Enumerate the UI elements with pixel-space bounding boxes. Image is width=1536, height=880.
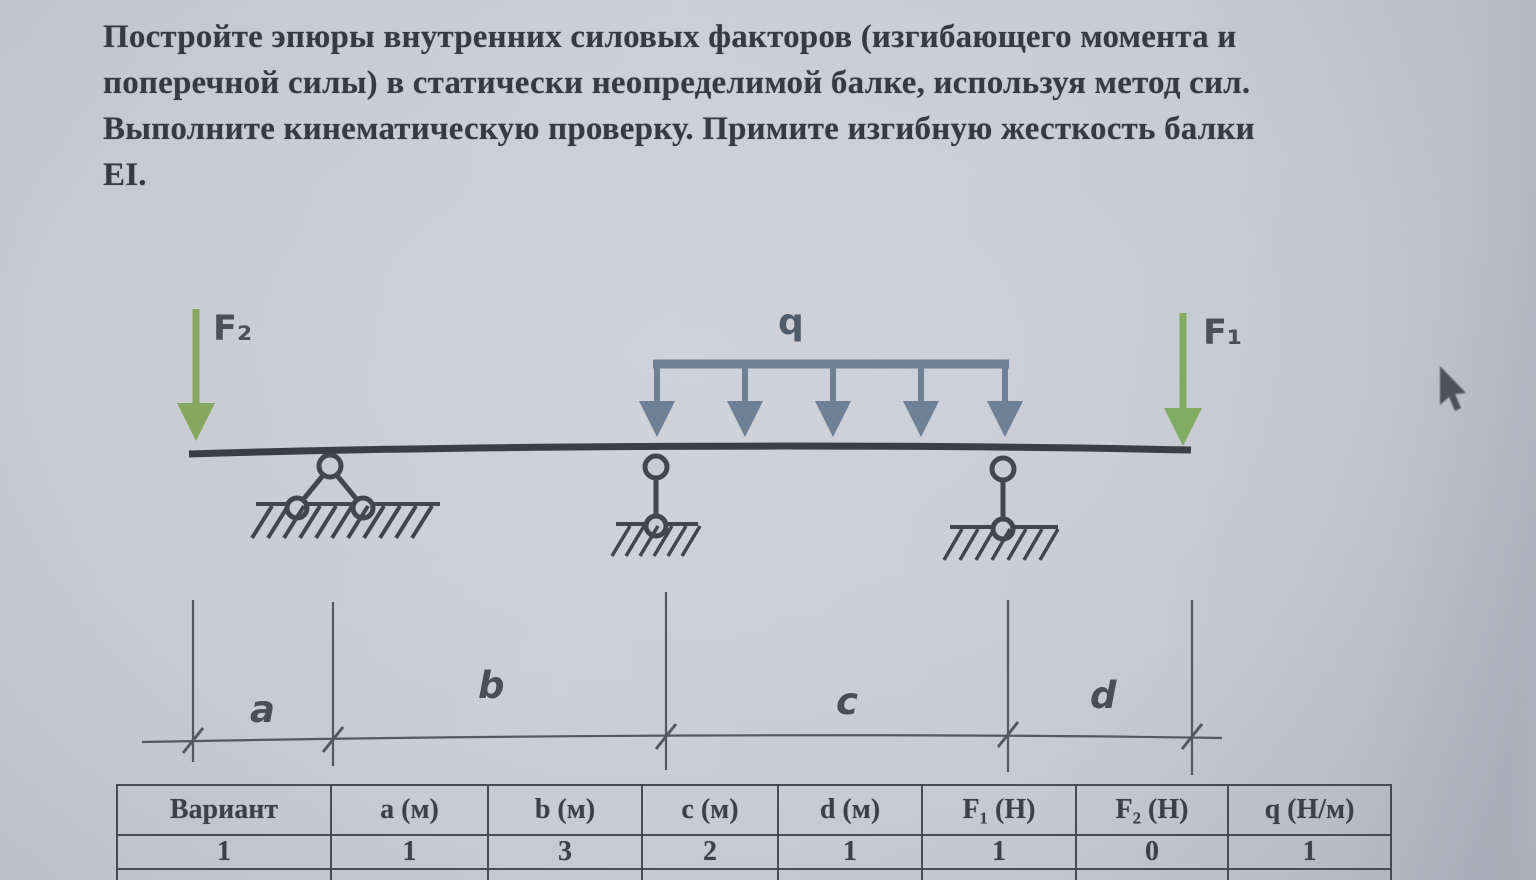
table-header-cell: F₁ (Н)	[921, 784, 1077, 836]
ground-hatching	[250, 504, 434, 540]
table-row: 1 1 3 2 1 1 0 1	[116, 834, 1392, 870]
table-header-cell: Вариант	[116, 784, 332, 836]
table-cell	[330, 868, 489, 880]
table-header-cell: a (м)	[330, 784, 489, 836]
table-cell: 0	[1075, 834, 1229, 870]
load-arrow	[903, 366, 939, 437]
dimension-lines	[141, 592, 1223, 775]
table-header-cell: d (м)	[777, 784, 923, 836]
dimension-label-d: d	[1090, 674, 1117, 717]
table-cell	[487, 868, 643, 880]
force-f1-label: F₁	[1203, 313, 1242, 353]
dimension-label-a: a	[250, 688, 275, 731]
table-header-cell: F₂ (Н)	[1075, 784, 1229, 836]
ground-hatching	[610, 525, 702, 557]
table-header-cell: c (м)	[641, 784, 779, 836]
problem-statement-line: Постройте эпюры внутренних силовых факто…	[103, 19, 1237, 55]
table-header-cell: q (Н/м)	[1227, 784, 1392, 836]
dimension-label-b: b	[478, 664, 505, 707]
table-cell	[921, 868, 1077, 880]
distributed-load-label: q	[778, 302, 804, 343]
table-cell	[116, 868, 332, 880]
problem-statement-line: поперечной силы) в статически неопредели…	[103, 65, 1251, 101]
beam	[188, 442, 1192, 458]
load-arrow	[815, 366, 851, 437]
ground-hatching	[942, 528, 1060, 561]
table-header-row: Вариант a (м) b (м) c (м) d (м) F₁ (Н) F…	[116, 784, 1392, 836]
load-arrow	[727, 366, 763, 437]
table-cell	[641, 868, 779, 880]
mouse-pointer-icon	[1440, 366, 1466, 411]
distributed-load	[639, 359, 1023, 437]
table-cell	[777, 868, 923, 880]
support-pinned-left	[250, 452, 440, 540]
problem-statement-line: EI.	[103, 157, 147, 193]
force-arrow-f2	[177, 309, 215, 441]
table-cell: 1	[330, 834, 489, 870]
table-cell: 1	[116, 834, 332, 870]
table-row-partially-visible	[116, 868, 1392, 880]
table-cell	[1075, 868, 1229, 880]
table-cell	[1227, 868, 1392, 880]
dimension-line	[141, 734, 1223, 744]
table-cell: 1	[921, 834, 1077, 870]
dimension-label-c: c	[836, 680, 858, 723]
problem-statement-line: Выполните кинематическую проверку. Прими…	[103, 111, 1255, 147]
force-f2-label: F₂	[213, 309, 252, 349]
parameters-table: Вариант a (м) b (м) c (м) d (м) F₁ (Н) F…	[116, 784, 1392, 880]
problem-statement: Постройте эпюры внутренних силовых факто…	[103, 14, 1403, 198]
table-cell: 1	[1227, 834, 1392, 870]
load-arrow	[987, 366, 1023, 437]
table-cell: 2	[641, 834, 779, 870]
dimension-ticks	[181, 721, 1204, 754]
table-header-cell: b (м)	[487, 784, 643, 836]
table-cell: 1	[777, 834, 923, 870]
load-arrow	[639, 366, 675, 437]
support-roller-middle	[610, 453, 702, 557]
support-roller-right	[942, 455, 1060, 561]
table-cell: 3	[487, 834, 643, 870]
force-arrow-f1	[1164, 313, 1202, 446]
